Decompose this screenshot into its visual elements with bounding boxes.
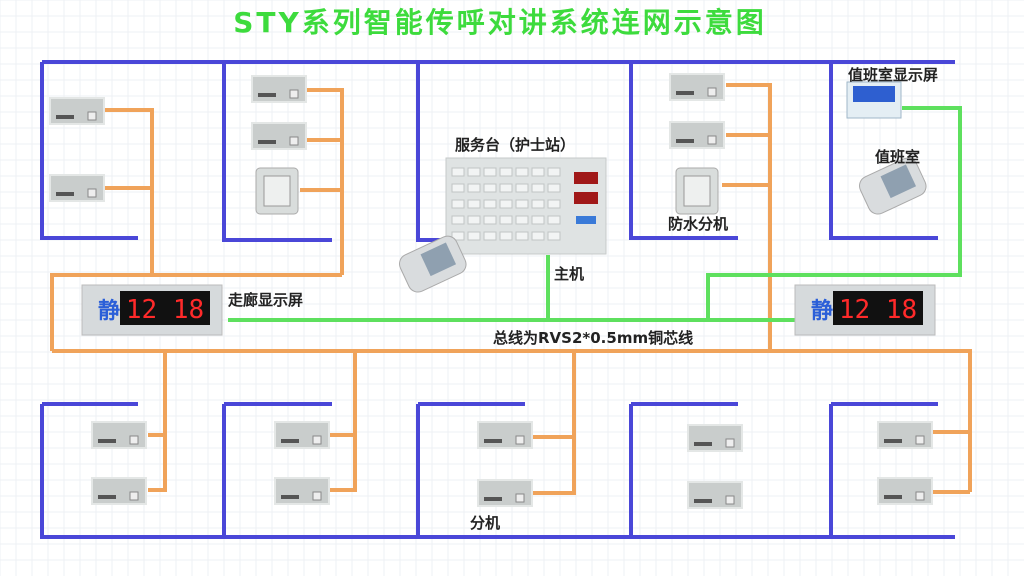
extension-panel [877, 477, 933, 505]
extension-panel [274, 477, 330, 505]
extension-panel [91, 477, 147, 505]
console-key [547, 215, 561, 225]
console-key [515, 167, 529, 177]
console-key [467, 167, 481, 177]
console-key [467, 183, 481, 193]
label-host: 主机 [554, 265, 584, 283]
label-bus-note: 总线为RVS2*0.5mm铜芯线 [493, 329, 693, 347]
console-key [499, 199, 513, 209]
console-key [451, 199, 465, 209]
console-key [515, 231, 529, 241]
nurse-phone-icon [399, 235, 467, 293]
display-time: 12 18 [126, 295, 204, 325]
console-key [499, 215, 513, 225]
console-key [483, 199, 497, 209]
display-time: 12 18 [839, 295, 917, 325]
waterproof-extension [255, 167, 719, 215]
console-key [547, 199, 561, 209]
extension-panel [274, 421, 330, 449]
extension-wires [50, 83, 972, 495]
display-status-char: 静 [811, 298, 833, 324]
console-key [467, 231, 481, 241]
console-key [515, 183, 529, 193]
duty-phone-icon [859, 157, 927, 215]
label-nurse-station: 服务台（护士站） [455, 136, 575, 154]
extension-panel [477, 479, 533, 507]
console-key [483, 183, 497, 193]
label-duty-display: 值班室显示屏 [848, 66, 938, 84]
extension-panel [669, 73, 725, 101]
diagram-title: STY系列智能传呼对讲系统连网示意图 [233, 6, 767, 39]
nurse-station-console [445, 157, 607, 255]
label-extension: 分机 [470, 514, 500, 532]
console-key [483, 231, 497, 241]
console-key [531, 215, 545, 225]
console-key [451, 167, 465, 177]
console-key [467, 199, 481, 209]
console-key [531, 199, 545, 209]
extension-panel [251, 122, 307, 150]
extension-panel [49, 174, 105, 202]
console-key [531, 231, 545, 241]
extension-panel [477, 421, 533, 449]
label-waterproof-extension: 防水分机 [668, 215, 728, 233]
extension-panel [877, 421, 933, 449]
console-key [515, 199, 529, 209]
console-key [515, 215, 529, 225]
extension-panel [251, 75, 307, 103]
extension-panels [49, 73, 933, 509]
duty-room-display [846, 81, 902, 119]
extension-panel [669, 121, 725, 149]
console-key [499, 183, 513, 193]
label-duty-room: 值班室 [875, 148, 920, 166]
extension-panel [687, 481, 743, 509]
console-key [547, 231, 561, 241]
console-key [499, 167, 513, 177]
extension-panel [91, 421, 147, 449]
console-key [531, 183, 545, 193]
extension-panel [687, 424, 743, 452]
console-key [483, 215, 497, 225]
console-key [547, 183, 561, 193]
display-status-char: 静 [98, 298, 120, 324]
extension-panel [49, 97, 105, 125]
console-key [467, 215, 481, 225]
corridor-display-right: 静 12 18 [794, 284, 936, 336]
console-key [531, 167, 545, 177]
console-key [499, 231, 513, 241]
console-key [483, 167, 497, 177]
corridor-display-left: 静 12 18 [81, 284, 223, 336]
bus-wires [228, 106, 962, 322]
label-corridor-display: 走廊显示屏 [228, 291, 303, 309]
console-key [451, 231, 465, 241]
console-key [451, 183, 465, 193]
room-walls [40, 60, 955, 539]
console-key [547, 167, 561, 177]
console-key [451, 215, 465, 225]
